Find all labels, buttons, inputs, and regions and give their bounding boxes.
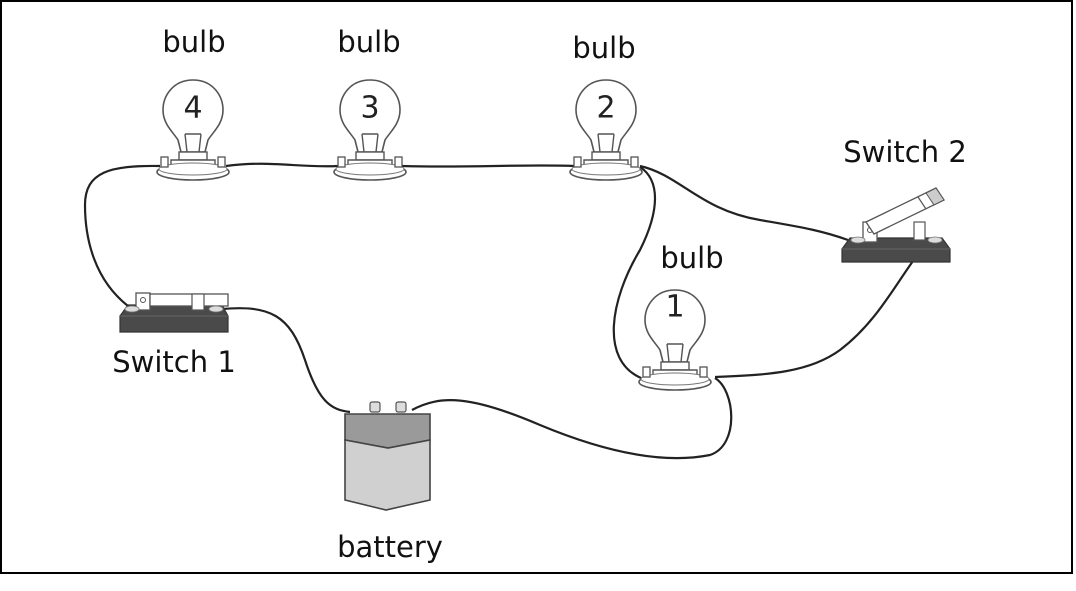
switch-2	[841, 187, 951, 263]
wires	[83, 162, 926, 460]
battery	[344, 401, 431, 511]
wire-bulb2-switch2	[639, 164, 849, 242]
switch-label: Switch 2	[843, 135, 967, 169]
battery-label: battery	[337, 530, 443, 564]
knife-switch-icon	[119, 292, 229, 333]
switch-label: Switch 1	[112, 345, 236, 379]
wire-battery-bulb1	[411, 377, 733, 460]
bulb-3: 3	[333, 79, 407, 181]
wire-bulb4-bulb3	[225, 162, 339, 168]
bulb-2: 2	[569, 79, 643, 181]
battery-icon	[344, 401, 431, 511]
bulb-number: 1	[665, 290, 684, 325]
bulb-number: 4	[183, 91, 202, 126]
bulb-number: 3	[360, 91, 379, 126]
bulb-1: 1	[638, 289, 712, 391]
bulb-number: 2	[596, 91, 615, 126]
bulb-label: bulb	[162, 25, 225, 59]
wire-bulb4-switch1	[83, 164, 161, 307]
knife-switch-icon	[841, 187, 951, 263]
bulb-4: 4	[156, 79, 230, 181]
switch-1	[119, 292, 229, 333]
bulb-label: bulb	[337, 25, 400, 59]
wire-bulb3-bulb2	[401, 164, 576, 168]
wire-bulb2-bulb1	[612, 166, 657, 380]
bulb-label: bulb	[572, 31, 635, 65]
bulb-label: bulb	[660, 241, 723, 275]
wire-switch2-bulb1	[714, 244, 926, 379]
wire-switch1-battery	[221, 307, 351, 414]
